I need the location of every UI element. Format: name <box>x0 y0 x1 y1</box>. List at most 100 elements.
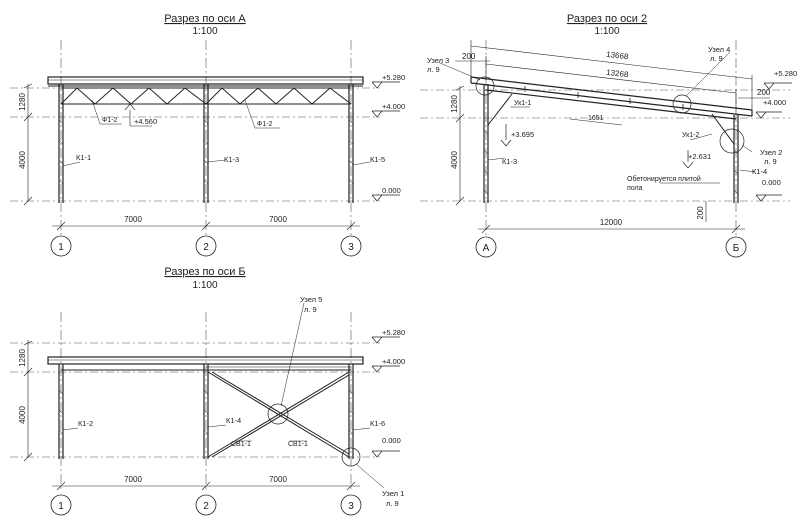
section-b-axis-3: 3 <box>348 501 354 512</box>
section-b-level-mid: +4.000 <box>382 357 405 366</box>
section-a-level-zero: 0.000 <box>382 186 401 195</box>
section-b-brace-label-1: СВ1-1 <box>231 441 251 448</box>
section-2-top-dims <box>470 40 753 112</box>
section-a-horizontal-dim <box>52 221 360 231</box>
section-a-truss-label-2: Ф1-2 <box>257 121 273 128</box>
section-b-column-ticks <box>58 389 354 435</box>
section-2-node-3-label: Узел 3 <box>427 56 449 65</box>
section-b-roof-beam <box>47 356 364 365</box>
section-a-truss-label-1: Ф1-2 <box>102 117 118 124</box>
section-b-horizontal-dim <box>52 481 360 491</box>
section-2-axis-a: А <box>483 243 490 254</box>
section-2-dim-top-inner: 13268 <box>606 68 630 80</box>
section-b-x-bracing <box>207 371 350 458</box>
section-b: Разрез по оси Б 1:100 <box>10 266 405 516</box>
section-a-column-ticks <box>58 119 354 185</box>
section-2-leaders <box>439 51 756 184</box>
section-b-node-5-label: Узел 5 <box>300 295 322 304</box>
section-2-title: Разрез по оси 2 <box>567 13 647 25</box>
section-2-node-4-label: Узел 4 <box>708 45 730 54</box>
section-a-axis-2: 2 <box>203 242 209 253</box>
section-b-level-markers <box>371 336 400 458</box>
section-2-level-brace-low: +2.631 <box>688 152 711 161</box>
section-2-purlins <box>524 86 684 110</box>
section-a-axis-3: 3 <box>348 242 354 253</box>
section-b-span-2: 7000 <box>269 475 287 484</box>
section-2-level-top: +5.280 <box>774 69 797 78</box>
section-2-dim-top-outer: 13668 <box>606 50 630 62</box>
section-2-axis-lines <box>485 40 737 240</box>
section-b-level-top: +5.280 <box>382 328 405 337</box>
section-b-brace-label-2: СВ1-1 <box>288 441 308 448</box>
section-2-level-mid: +4.000 <box>763 98 786 107</box>
section-2-dim-base: 200 <box>696 206 705 220</box>
section-2-node-2-label: Узел 2 <box>760 148 782 157</box>
section-b-vertical-dim <box>23 340 33 462</box>
section-2-note-line-2: пола <box>627 185 643 192</box>
section-2-columns <box>483 84 739 203</box>
section-b-dim-h2: 4000 <box>18 406 27 424</box>
section-2-brace-1-label: Ук1-1 <box>514 100 531 107</box>
section-a-level-truss: +4.560 <box>134 117 157 126</box>
section-a-roof-beam <box>47 76 364 85</box>
section-2-dim-overhang-right: 200 <box>757 88 771 97</box>
section-a-truss-level <box>124 103 152 127</box>
section-b-node-1-circle <box>341 447 361 467</box>
section-b-node-1-label: Узел 1 <box>382 489 404 498</box>
section-2-col-right-label: К1-4 <box>752 167 767 176</box>
section-a-columns <box>58 84 354 203</box>
section-b-columns <box>58 364 354 459</box>
section-2-column-ticks <box>483 129 739 195</box>
section-2-vertical-dim <box>455 85 465 206</box>
section-2-note-line-1: Обетонируется плитой <box>627 175 701 183</box>
section-a-truss-2 <box>205 87 352 105</box>
section-2-node-2-sheet: л. 9 <box>764 157 777 166</box>
section-a-col-1-label: К1-1 <box>76 153 91 162</box>
section-2-scale: 1:100 <box>594 26 619 37</box>
section-a-axis-1: 1 <box>58 242 64 253</box>
section-2-purlin-dim <box>569 118 623 126</box>
section-2-level-zero: 0.000 <box>762 178 781 187</box>
section-b-col-1-label: К1-2 <box>78 419 93 428</box>
section-b-scale: 1:100 <box>192 280 217 291</box>
section-2-brace-2-label: Ук1-2 <box>682 132 699 139</box>
section-a-level-mid: +4.000 <box>382 102 405 111</box>
section-2-level-brace-top: +3.695 <box>511 130 534 139</box>
section-a-vertical-dim <box>23 83 33 206</box>
section-b-axis-bubbles <box>50 494 362 516</box>
section-2-braces <box>487 93 735 145</box>
section-a-scale: 1:100 <box>192 26 217 37</box>
section-b-col-2-label: К1-4 <box>226 416 241 425</box>
section-2-col-left-label: К1-3 <box>502 157 517 166</box>
section-2-node-3-sheet: л. 9 <box>427 65 440 74</box>
section-b-node-5-circle <box>267 403 289 425</box>
section-2-node-4-sheet: л. 9 <box>710 54 723 63</box>
section-b-axis-lines <box>60 312 352 490</box>
section-b-axis-1: 1 <box>58 501 64 512</box>
section-2-dim-purlin: 1651 <box>588 115 604 122</box>
section-a-span-1: 7000 <box>124 215 142 224</box>
section-b-leaders <box>62 302 385 489</box>
section-2-roof <box>470 76 753 120</box>
section-b-span-1: 7000 <box>124 475 142 484</box>
section-b-level-zero: 0.000 <box>382 436 401 445</box>
section-a-dim-h1: 1280 <box>18 93 27 111</box>
section-2-axis-b: Б <box>733 243 740 254</box>
section-2-level-markers <box>500 82 792 202</box>
section-b-col-3-label: К1-6 <box>370 419 385 428</box>
section-b-node-5-sheet: л. 9 <box>304 305 317 314</box>
section-2-dim-overhang-left: 200 <box>462 52 476 61</box>
section-a-axis-bubbles <box>50 235 362 257</box>
section-a-truss-1 <box>60 87 207 105</box>
section-2: Разрез по оси 2 1:100 <box>420 13 797 258</box>
section-2-dim-span: 12000 <box>600 218 623 227</box>
section-b-title: Разрез по оси Б <box>164 266 245 278</box>
section-a-level-top: +5.280 <box>382 73 405 82</box>
section-2-axis-bubbles <box>475 236 747 258</box>
section-a-axis-lines <box>60 40 352 235</box>
section-b-axis-2: 2 <box>203 501 209 512</box>
section-a-leaders <box>62 99 371 167</box>
section-2-span-dim <box>478 224 745 234</box>
section-a-col-3-label: К1-5 <box>370 155 385 164</box>
